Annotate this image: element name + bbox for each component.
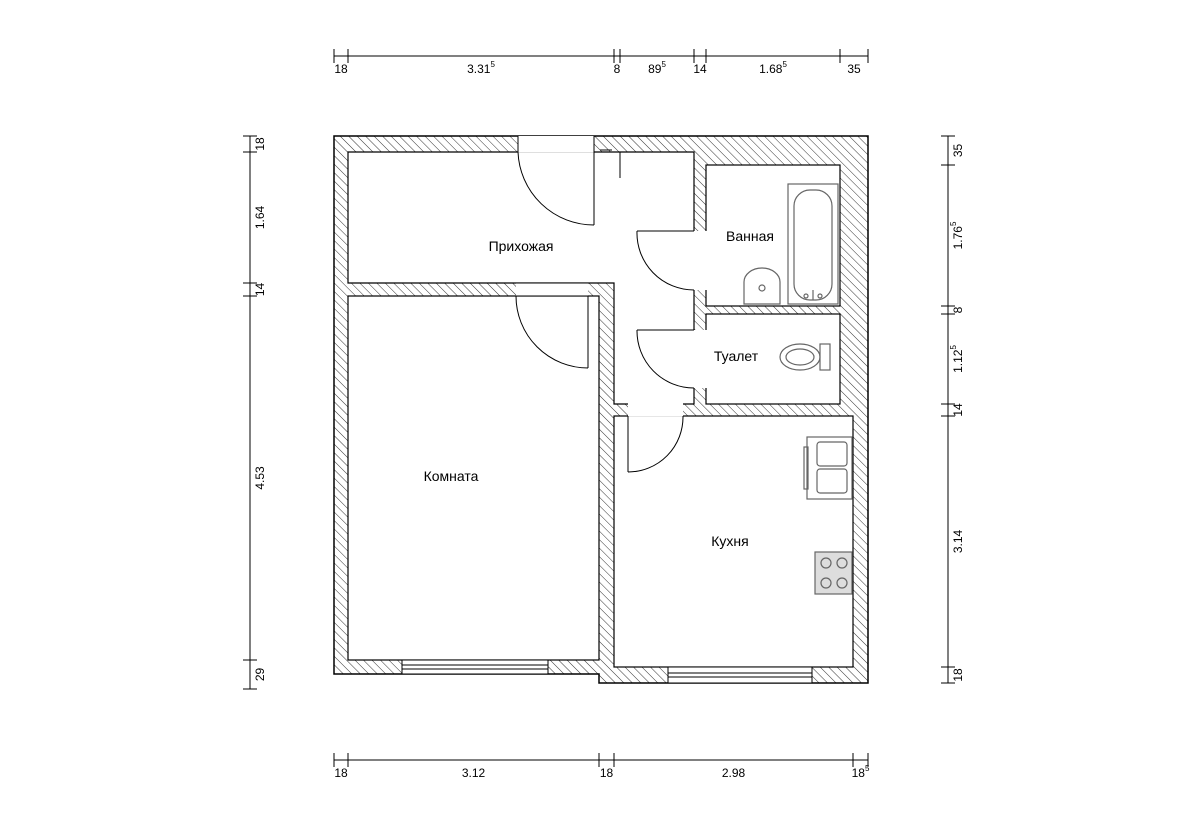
left-dimension-label: 4.53 [253, 466, 267, 490]
dimension-lines: 18 3.315 8 895 14 1.685 35 18 3.12 18 2.98 185 18 1.6… [243, 49, 965, 780]
top-dimension-label: 35 [847, 62, 861, 76]
right-dimension-label: 18 [951, 668, 965, 682]
kitchen-sink-icon [803, 436, 853, 500]
room-door [515, 295, 589, 369]
toilet-door [636, 329, 695, 389]
left-dimension-label: 18 [253, 137, 267, 151]
left-dimension-label: 29 [253, 668, 267, 682]
top-dimension-label: 14 [693, 62, 707, 76]
bottom-dimension-label: 18 [600, 766, 614, 780]
bathtub-icon [787, 183, 839, 305]
right-dimension-label: 8 [951, 306, 965, 313]
kitchen-window [667, 666, 813, 684]
left-dimension-label: 14 [253, 283, 267, 297]
washbasin-icon [743, 267, 781, 305]
toilet-icon [779, 343, 831, 371]
stove-icon [814, 551, 853, 595]
bathroom-area [705, 164, 841, 307]
right-dimension-label: 14 [951, 403, 965, 417]
bottom-dimension-label: 18 [334, 766, 348, 780]
hallway-area [347, 151, 695, 405]
room-area [347, 295, 600, 661]
right-dimension-label: 3.14 [951, 529, 965, 553]
room-label-bathroom: Ванная [726, 228, 774, 244]
room-label-room: Комната [424, 468, 479, 484]
toilet-area [705, 313, 841, 405]
top-dimension-label: 18 [334, 62, 348, 76]
bottom-dimension-label: 185 [852, 764, 870, 780]
right-dimension-label: 1.125 [949, 345, 965, 373]
room-label-toilet: Туалет [714, 348, 759, 364]
room-window [401, 659, 549, 675]
room-label-kitchen: Кухня [711, 533, 748, 549]
right-dimension-label: 35 [951, 144, 965, 158]
entrance-marker [600, 149, 621, 178]
bathroom-door [636, 230, 695, 291]
bottom-dimension-label: 3.12 [462, 766, 486, 780]
top-dimension-label: 895 [648, 60, 666, 76]
entrance-door [517, 151, 595, 226]
top-dimension-label: 3.315 [467, 60, 495, 76]
kitchen-door [627, 415, 684, 473]
top-dimension-label: 8 [614, 62, 621, 76]
room-label-hallway: Прихожая [489, 238, 554, 254]
right-dimension-label: 1.765 [949, 221, 965, 249]
top-dimension-label: 1.685 [759, 60, 787, 76]
left-dimension-label: 1.64 [253, 205, 267, 229]
bottom-dimension-label: 2.98 [722, 766, 746, 780]
